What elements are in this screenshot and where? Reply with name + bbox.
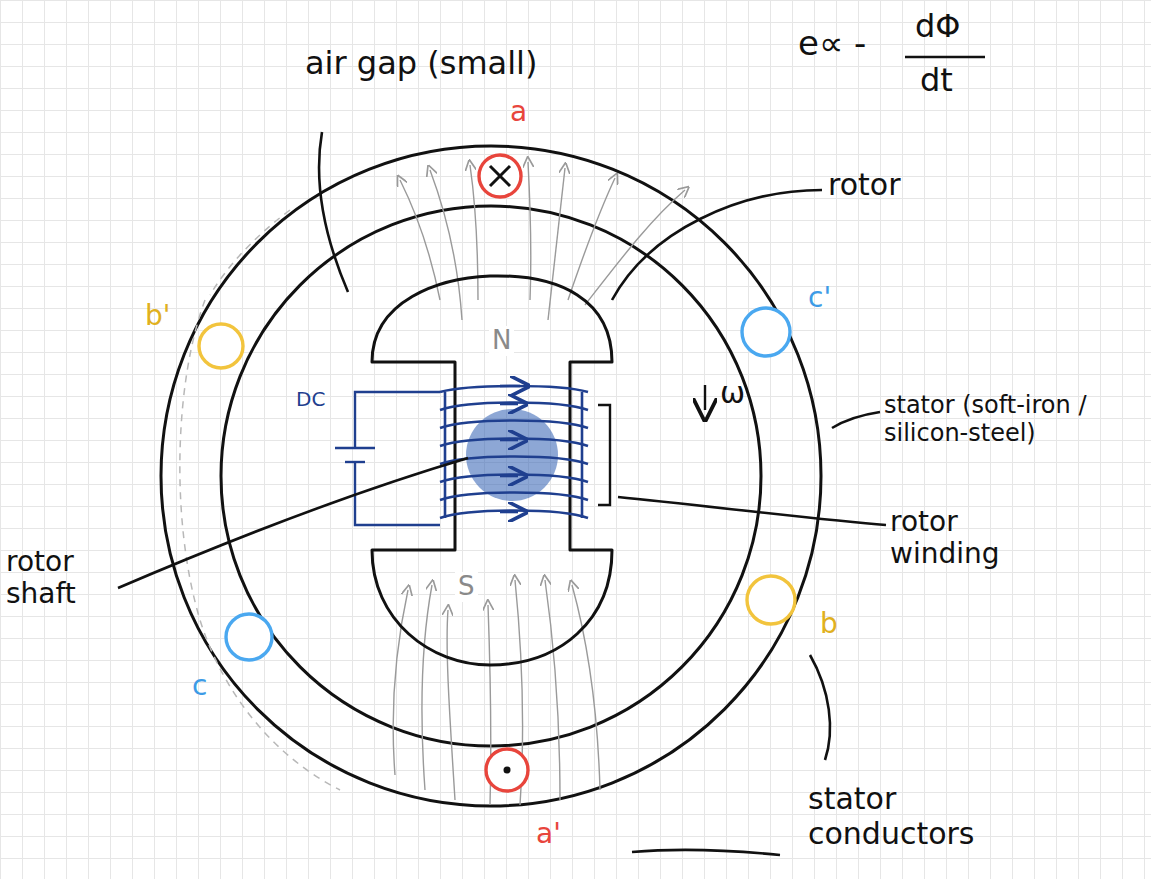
text-label: N [489,326,514,356]
stator-outer [161,146,821,806]
current-out-of-page [504,767,511,774]
text-label: a [510,96,527,128]
text-label: air gap (small) [305,45,537,82]
leader-lines [118,132,886,855]
text-label: e∝ - [798,24,866,63]
text-label: stator (soft-iron / silicon-steel) [884,392,1142,447]
stator-conductors [199,155,795,791]
text-label: a' [536,818,561,850]
text-label: DC [296,388,325,411]
current-into-page [490,166,510,186]
text-label: rotor shaft [6,546,118,610]
stator-inner [221,206,761,746]
text-label: ω [720,376,745,411]
bracket [598,405,610,505]
text-label: S [455,572,478,602]
text-label: b' [145,300,170,332]
text-label: rotor winding [890,506,1060,570]
text-label: stator conductors [808,782,1058,851]
rotation-arrow [704,385,706,410]
text-label: c [192,670,207,702]
text-label: dt [920,62,953,99]
field-lines [393,162,685,805]
return-flux [180,300,340,790]
rotor-winding [440,386,588,518]
text-label: c' [808,282,831,314]
return-flux [210,210,290,295]
text-label: b [820,608,838,640]
dc-circuit [335,392,440,525]
rotor-body [372,276,612,665]
text-label: rotor [828,168,900,203]
fraction-bar [905,56,985,59]
text-label: dΦ [915,8,961,45]
